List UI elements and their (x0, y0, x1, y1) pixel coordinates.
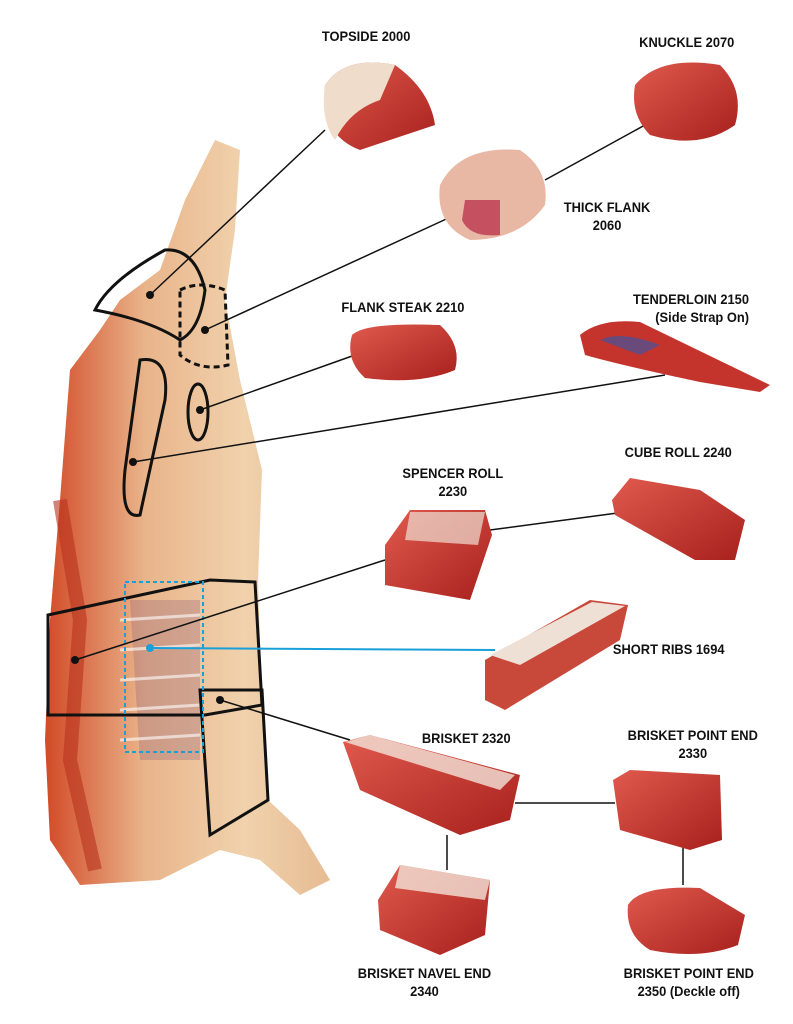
label-cube-roll: CUBE ROLL 2240 (625, 443, 732, 461)
label-spencer-roll: SPENCER ROLL 2230 (402, 464, 503, 500)
label-topside: TOPSIDE 2000 (322, 27, 411, 45)
label-brisket-point-end: BRISKET POINT END 2330 (628, 726, 758, 762)
label-flank-steak: FLANK STEAK 2210 (341, 298, 464, 316)
label-text: BRISKET POINT END (623, 965, 754, 981)
thick-flank-outline (178, 283, 230, 369)
brisket-point-end-cut (613, 770, 722, 850)
label-text: SHORT RIBS 1694 (612, 641, 725, 657)
label-text: KNUCKLE 2070 (639, 34, 735, 50)
label-text: (Side Strap On) (655, 309, 750, 325)
knuckle-cut (634, 62, 738, 141)
label-text: THICK FLANK (563, 199, 651, 215)
tenderloin-outline (122, 358, 168, 517)
label-brisket-point-end-deckle: BRISKET POINT END 2350 (Deckle off) (624, 964, 754, 1000)
flank-steak-outline (186, 382, 210, 442)
label-text: FLANK STEAK 2210 (341, 299, 465, 315)
label-text: CUBE ROLL 2240 (624, 444, 732, 460)
label-text: 2230 (438, 483, 468, 499)
flank-steak-cut (350, 324, 457, 381)
label-thick-flank: THICK FLANK 2060 (564, 198, 651, 234)
carcass (45, 140, 330, 895)
topside-outline (92, 248, 207, 342)
label-text: SPENCER ROLL (402, 465, 504, 481)
label-tenderloin: TENDERLOIN 2150 (Side Strap On) (633, 290, 749, 326)
label-text: 2060 (592, 217, 622, 233)
label-text: BRISKET 2320 (421, 730, 511, 746)
short-ribs-outline (124, 581, 204, 753)
label-text: TENDERLOIN 2150 (633, 291, 750, 307)
label-text: 2350 (Deckle off) (637, 983, 740, 999)
label-brisket: BRISKET 2320 (422, 729, 511, 747)
tenderloin-cut (580, 321, 770, 392)
label-short-ribs: SHORT RIBS 1694 (613, 640, 725, 658)
label-text: BRISKET POINT END (627, 727, 758, 743)
short-ribs-cut (485, 600, 628, 710)
cube-roll-cut (612, 478, 745, 560)
label-text: 2330 (678, 745, 708, 761)
brisket-point-end-deckle-cut (627, 887, 745, 954)
label-text: TOPSIDE 2000 (321, 28, 411, 44)
label-text: 2340 (410, 983, 439, 999)
brisket-cut (343, 735, 520, 835)
brisket-outline (198, 688, 270, 838)
label-brisket-navel-end: BRISKET NAVEL END 2340 (358, 964, 491, 1000)
label-text: BRISKET NAVEL END (357, 965, 492, 981)
label-knuckle: KNUCKLE 2070 (639, 33, 734, 51)
